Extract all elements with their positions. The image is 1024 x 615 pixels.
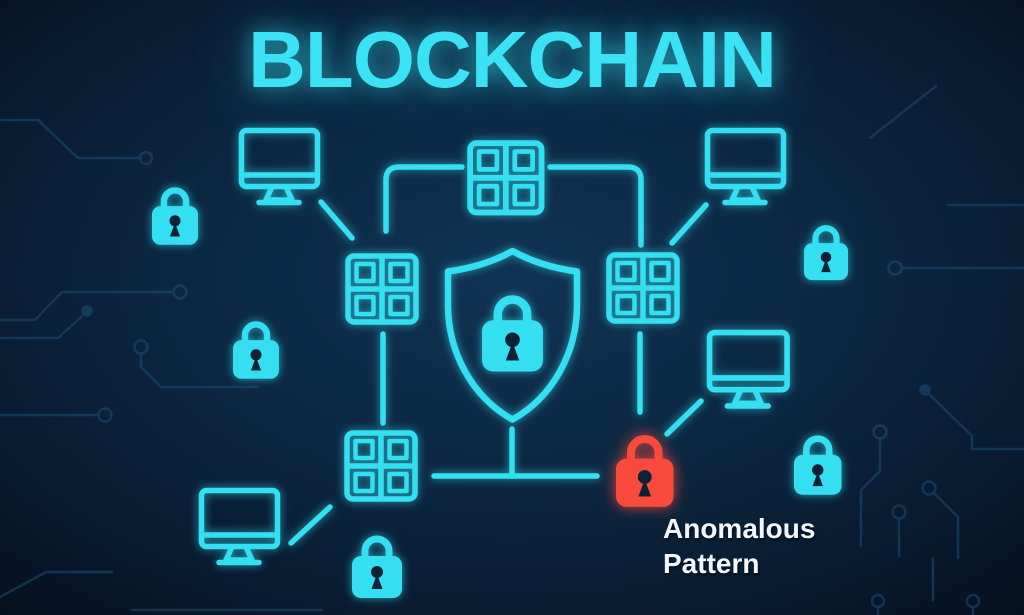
circuit-traces-right bbox=[859, 84, 1024, 615]
block-grid-right-icon bbox=[609, 255, 677, 321]
page-title: BLOCKCHAIN bbox=[248, 15, 777, 104]
block-grid-bottom-icon bbox=[347, 433, 415, 499]
shield-lock-icon bbox=[444, 247, 581, 423]
connector-diag-bottom-left bbox=[288, 504, 333, 546]
connector-diag-top-right bbox=[669, 202, 709, 246]
connectors bbox=[288, 164, 709, 546]
connector-top-right-elbow bbox=[547, 164, 644, 248]
circuit-traces bbox=[0, 84, 1024, 615]
annotation-line1: Anomalous bbox=[663, 513, 816, 544]
shield-outline bbox=[444, 247, 581, 423]
connector-top-left-elbow bbox=[383, 164, 465, 234]
block-grid-left-icon bbox=[348, 256, 416, 322]
annotation-line2: Pattern bbox=[663, 548, 760, 579]
connector-diag-top-left bbox=[318, 199, 355, 241]
connector-diag-right bbox=[664, 398, 704, 437]
network-layer bbox=[152, 131, 848, 599]
anomalous-pattern-label: Anomalous Pattern bbox=[663, 511, 815, 581]
block-grid-top-icon bbox=[470, 143, 541, 212]
circuit-traces-left bbox=[0, 118, 324, 612]
